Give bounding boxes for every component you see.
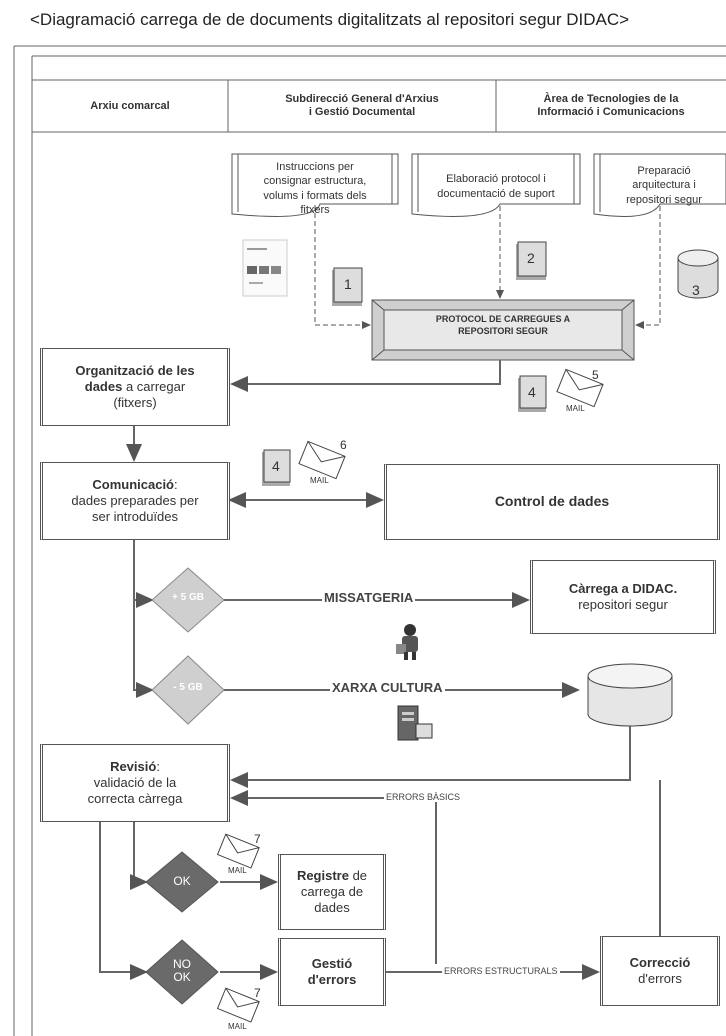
process-comunicacio: Comunicació: dades preparades per ser in… [40,462,230,540]
process-revisio: Revisió: validació de la correcta càrreg… [40,744,230,822]
flow-label-xarxa-cultura: XARXA CULTURA [330,680,445,695]
doc-protocol-text: Elaboració protocol i documentació de su… [437,173,555,200]
document-thumbnail-image [242,239,288,297]
doc-instructions-text: Instruccions per consignar estructura, v… [263,161,367,216]
lane-subdireccio: Subdirecció General d'Arxius i Gestió Do… [228,80,496,132]
decision-ok-label: OK [173,874,191,888]
mail-envelope-icon-6 [298,440,346,480]
protocol-box-text: PROTOCOL DE CARREGUES A REPOSITORI SEGUR [435,314,571,336]
protocol-box-shape [371,299,635,361]
process-organitzacio: Organització de les dades a carregar (fi… [40,348,230,426]
mail-label-6: MAIL [310,476,329,485]
lane-label-line2: i Gestió Documental [308,106,416,118]
ref-number-4b: 4 [272,458,280,474]
doc-instructions-shape [231,153,399,217]
decision-plus-5gb-shape [151,567,225,633]
lane-area-tic: Àrea de Tecnologies de la Informació i C… [496,80,726,132]
numbered-doc-icon-4a [518,375,547,412]
lane-label-line1: Subdirecció General d'Arxius [285,93,439,106]
server-computer-icon [397,705,433,741]
mail-label-5: MAIL [566,404,585,413]
doc-architecture-text: Preparació arquitectura i repositori seg… [626,165,702,206]
numbered-doc-icon-1 [332,267,363,306]
decision-nok-shape [145,939,219,1005]
ref-number-4a: 4 [528,384,536,400]
lane-arxiu-comarcal: Arxiu comarcal [32,80,228,132]
numbered-doc-icon-2 [516,241,547,280]
lane-label-line1: Àrea de Tecnologies de la [543,93,679,106]
dashed-connectors [314,205,661,329]
process-registre: Registre de carrega de dades [278,854,386,930]
process-gestio-errors: Gestió d'errors [278,938,386,1006]
decision-minus-5gb-label: - 5 GB [173,682,203,693]
ref-number-5: 5 [592,368,599,382]
ref-number-6: 6 [340,438,347,452]
flow-label-missatgeria: MISSATGERIA [322,590,416,605]
lane-label-line2: Informació i Comunicacions [537,106,685,118]
didac-database-icon [587,663,673,727]
decision-minus-5gb-shape [151,655,225,725]
decision-plus-5gb-label: + 5 GB [172,592,204,603]
mail-envelope-icon-5 [556,368,604,408]
flow-label-errors-basics: ERRORS BÀSICS [384,792,463,802]
diagram-title: <Diagramació carrega de de documents dig… [30,10,630,29]
doc-protocol-shape [411,153,581,217]
process-control-dades: Control de dades [384,464,720,540]
courier-person-icon [396,624,418,660]
ref-number-3: 3 [692,282,700,298]
process-correccio: Correcció d'errors [600,936,720,1006]
mail-envelope-icon-7b [216,987,260,1023]
ref-number-1: 1 [344,276,352,292]
decision-nok-label: NO OK [173,957,191,985]
mail-envelope-icon-7a [216,833,260,869]
ref-number-7b: 7 [254,986,261,1000]
ref-number-2: 2 [527,250,535,266]
decision-ok-shape [145,851,219,913]
doc-architecture-shape [593,153,726,217]
ref-number-7a: 7 [254,832,261,846]
database-3-icon [677,249,719,299]
mail-label-7b: MAIL [228,1022,247,1031]
lane-label: Arxiu comarcal [90,99,170,112]
numbered-doc-icon-4b [262,449,291,486]
process-carrega-didac: Càrrega a DIDAC. repositori segur [530,560,716,634]
swimlane-frame [13,45,726,1036]
flow-label-errors-estructurals: ERRORS ESTRUCTURALS [442,966,560,976]
mail-label-7a: MAIL [228,866,247,875]
